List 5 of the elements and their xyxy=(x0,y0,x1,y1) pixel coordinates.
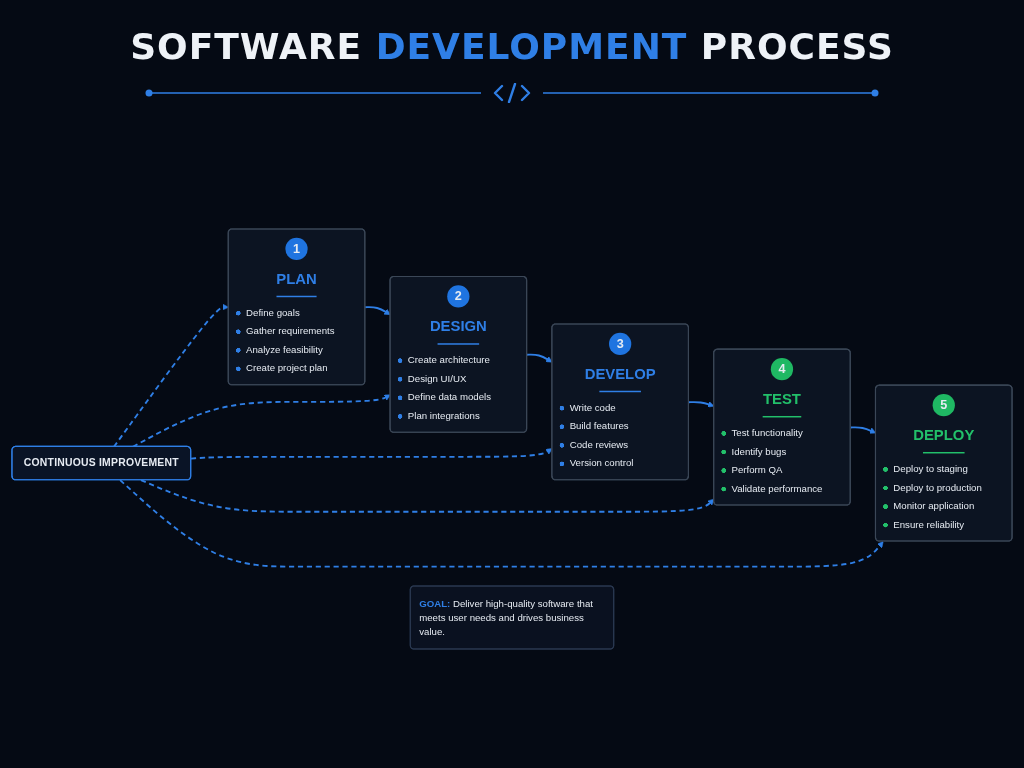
arrow xyxy=(112,303,229,448)
arrow xyxy=(131,394,391,448)
title: SOFTWARE DEVELOPMENT PROCESS xyxy=(130,26,894,67)
arrow xyxy=(140,479,715,513)
arrow xyxy=(364,306,391,315)
